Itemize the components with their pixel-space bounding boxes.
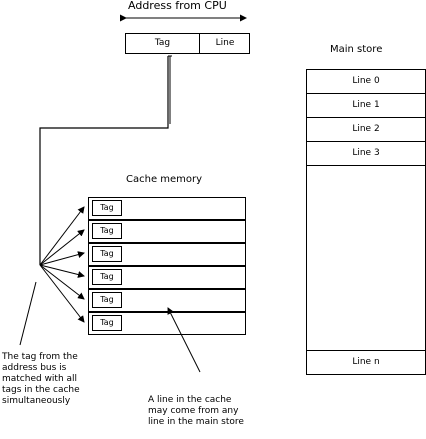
main-store-line-n: Line n — [306, 350, 426, 375]
line-any-note: A line in the cache may come from any li… — [148, 395, 244, 427]
tag-note-pointer — [19, 281, 37, 346]
cache-title: Cache memory — [126, 174, 203, 185]
cache-line — [88, 197, 246, 220]
main-store-line: Line 2 — [306, 117, 426, 142]
cache-tag: Tag — [92, 269, 122, 285]
main-store-line: Line 0 — [306, 69, 426, 94]
main-store-line: Line 3 — [306, 141, 426, 166]
cache-tag: Tag — [92, 246, 122, 262]
cache-line — [88, 243, 246, 266]
tag-compare-arrow — [39, 264, 85, 278]
tag-compare-arrow — [39, 229, 85, 266]
cache-line — [88, 289, 246, 312]
cache-tag: Tag — [92, 292, 122, 308]
main-store-line: Line 1 — [306, 93, 426, 118]
tag-field: Tag — [154, 38, 171, 48]
field-divider — [199, 34, 201, 53]
cache-line — [88, 266, 246, 289]
tag-compare-arrow — [39, 206, 85, 266]
line-field: Line — [215, 38, 235, 48]
address-label: Address from CPU — [128, 0, 227, 12]
tag-compare-arrow — [39, 264, 85, 300]
tag-match-note: The tag from the address bus is matched … — [2, 352, 80, 406]
cache-tag: Tag — [92, 223, 122, 239]
main-store-title: Main store — [330, 44, 383, 55]
cache-tag: Tag — [92, 315, 122, 331]
tag-compare-arrow — [39, 264, 85, 323]
address-register: Tag Line — [125, 33, 250, 54]
cache-line — [88, 220, 246, 243]
line-note-pointer — [167, 307, 201, 373]
cache-line — [88, 312, 246, 335]
cache-tag: Tag — [92, 200, 122, 216]
address-bus-line — [39, 56, 169, 265]
tag-compare-arrow — [39, 251, 85, 266]
